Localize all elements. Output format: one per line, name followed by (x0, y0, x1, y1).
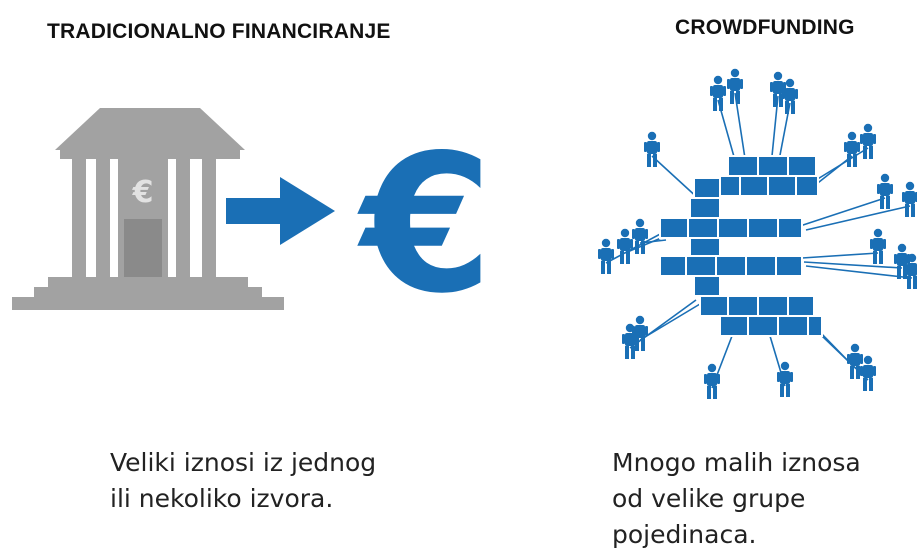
caption-line: Veliki iznosi iz jednog (110, 448, 377, 477)
person-icon (860, 123, 876, 159)
crowdfunding-caption: Mnogo malih iznosa od velike grupe pojed… (612, 445, 861, 553)
connection-lines (605, 92, 913, 389)
brick (807, 315, 823, 337)
brick-euro-icon (659, 155, 823, 337)
arrow-right-icon (226, 177, 335, 245)
brick (699, 295, 729, 317)
person-icon (782, 78, 798, 114)
person-icon (770, 71, 786, 107)
bank-euro-sign: € (132, 175, 154, 210)
brick (747, 315, 779, 337)
person-icon (777, 361, 793, 397)
brick (717, 217, 749, 239)
caption-line: pojedinaca. (612, 520, 757, 549)
brick (693, 177, 721, 199)
traditional-financing-heading: TRADICIONALNO FINANCIRANJE (47, 20, 391, 43)
person-icon (598, 238, 614, 274)
person-icon (710, 75, 726, 111)
brick (739, 175, 769, 197)
person-icon (632, 315, 648, 351)
crowdfunding-illustration (598, 68, 917, 399)
connection-line (805, 265, 913, 279)
connection-line (639, 303, 701, 341)
traditional-financing-caption: Veliki iznosi iz jednog ili nekoliko izv… (110, 445, 376, 517)
brick (727, 295, 759, 317)
brick (777, 217, 803, 239)
person-icon (902, 181, 917, 217)
caption-line: od velike grupe (612, 484, 806, 513)
connection-line (815, 147, 869, 181)
person-icon (632, 218, 648, 254)
person-icon (727, 68, 743, 104)
diagram-graphics: € € (12, 68, 917, 399)
connection-line (801, 252, 879, 259)
person-icon (877, 173, 893, 209)
person-icon (704, 363, 720, 399)
connection-line (799, 197, 886, 227)
brick (787, 155, 817, 177)
people-group (598, 68, 917, 399)
brick (767, 175, 797, 197)
brick (693, 275, 721, 297)
brick (795, 175, 819, 197)
brick (717, 175, 741, 197)
brick (747, 217, 779, 239)
brick (745, 255, 777, 277)
brick (727, 155, 759, 177)
connection-line (651, 155, 701, 201)
brick (777, 315, 809, 337)
connection-line (805, 205, 911, 231)
brick (757, 295, 789, 317)
caption-line: ili nekoliko izvora. (110, 484, 334, 513)
person-icon (860, 355, 876, 391)
brick (659, 255, 687, 277)
brick (757, 155, 789, 177)
crowdfunding-heading: CROWDFUNDING (675, 16, 855, 39)
person-icon (617, 228, 633, 264)
brick (685, 255, 717, 277)
connection-line (803, 261, 903, 269)
caption-line: Mnogo malih iznosa (612, 448, 861, 477)
brick (719, 315, 749, 337)
brick (687, 217, 719, 239)
person-icon (644, 131, 660, 167)
bank-door (124, 219, 162, 277)
brick (787, 295, 815, 317)
brick (775, 255, 803, 277)
person-icon (870, 228, 886, 264)
brick (659, 217, 689, 239)
brick (689, 197, 721, 219)
euro-icon: € (357, 114, 493, 335)
brick (715, 255, 747, 277)
person-icon (844, 131, 860, 167)
person-icon (904, 253, 917, 289)
person-icon (847, 343, 863, 379)
